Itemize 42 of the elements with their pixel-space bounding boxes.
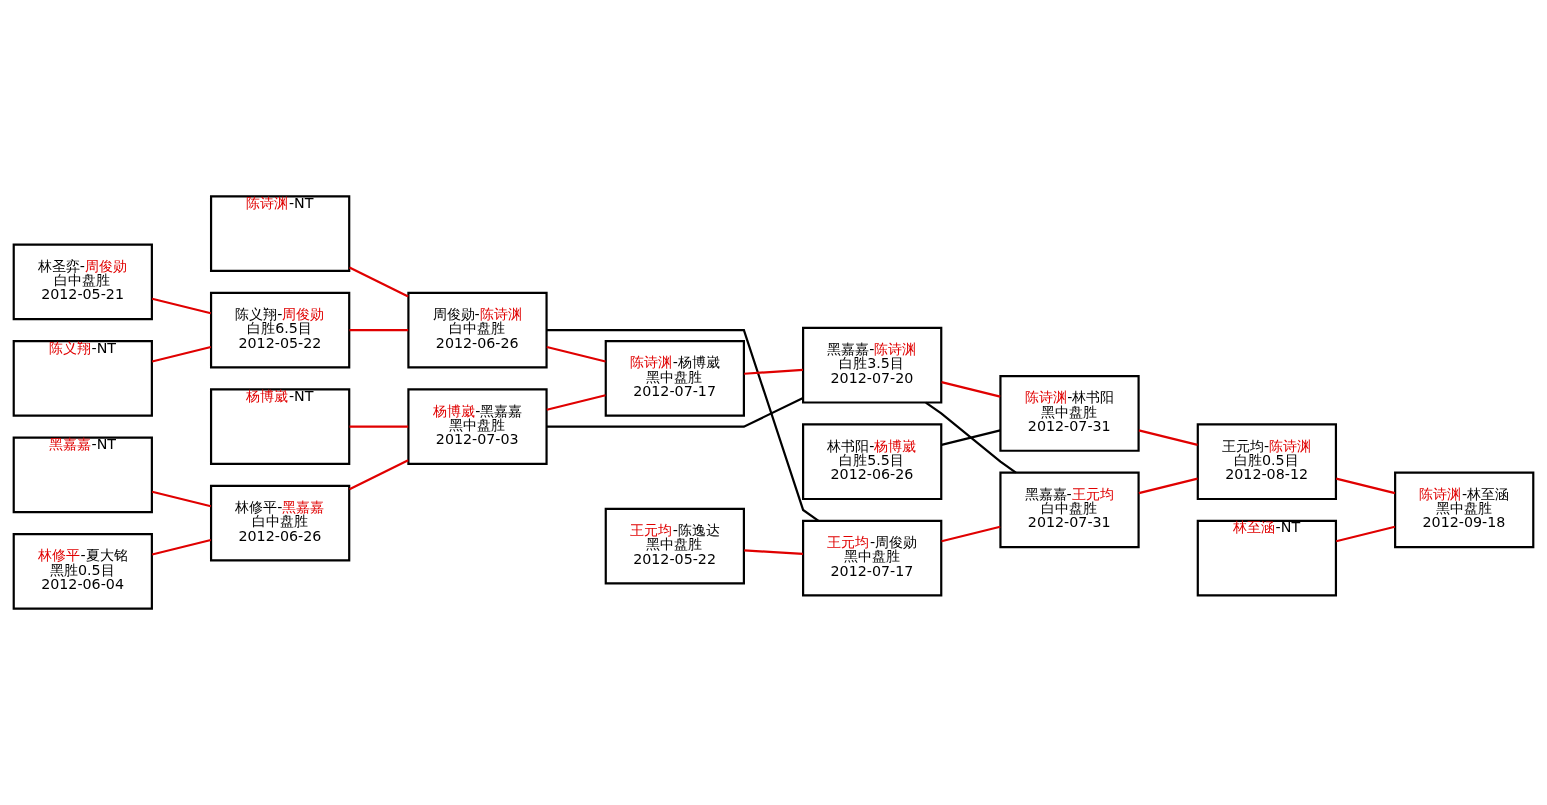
connector — [349, 459, 409, 491]
connector — [1335, 525, 1396, 543]
connector — [151, 345, 212, 363]
node-box: 王元均-周俊勋 黑中盘胜 2012-07-17 — [802, 519, 943, 597]
node-box: 杨博崴-黑嘉嘉 黑中盘胜 2012-07-03 — [407, 388, 548, 465]
connector — [925, 401, 1017, 474]
connector — [349, 425, 409, 428]
node-box: 林圣弈-周俊勋 白中盘胜 2012-05-21 — [12, 243, 153, 321]
connector — [151, 490, 212, 508]
node-box: 陈诗渊-杨博崴 黑中盘胜 2012-07-17 — [604, 340, 745, 417]
node-box: 黑嘉嘉-王元均 白中盘胜 2012-07-31 — [999, 471, 1140, 549]
connector — [546, 397, 804, 428]
node-box: 林修平-夏大铭 黑胜0.5目 2012-06-04 — [12, 532, 153, 610]
node-box: 黑嘉嘉-陈诗渊 白胜3.5目 2012-07-20 — [802, 326, 943, 404]
node-box: 陈诗渊-林至涵 黑中盘胜 2012-09-18 — [1394, 471, 1535, 549]
connector — [744, 549, 803, 556]
connector — [1138, 429, 1198, 446]
node-box: 陈义翔-NT — [12, 340, 153, 417]
node-box: 陈诗渊-林书阳 黑中盘胜 2012-07-31 — [999, 375, 1140, 452]
connector — [1138, 477, 1198, 495]
node-box: 林书阳-杨博崴 白胜5.5目 2012-06-26 — [802, 423, 943, 501]
node-box: 黑嘉嘉-NT — [12, 436, 153, 514]
connector — [941, 429, 1001, 446]
connector — [349, 329, 409, 332]
connector — [941, 525, 1001, 543]
connector — [151, 297, 212, 315]
connector — [546, 345, 606, 363]
node-box: 王元均-陈逸达 黑中盘胜 2012-05-22 — [604, 507, 745, 585]
node-box: 林修平-黑嘉嘉 白中盘胜 2012-06-26 — [209, 484, 351, 562]
connector — [546, 394, 606, 411]
connector — [151, 538, 212, 556]
connector — [744, 368, 803, 375]
connector — [349, 266, 409, 298]
connector — [1335, 477, 1396, 495]
node-box: 陈诗渊-NT — [209, 195, 351, 273]
node-box: 陈义翔-周俊勋 白胜6.5目 2012-05-22 — [209, 291, 351, 369]
node-box: 杨博崴-NT — [209, 388, 351, 465]
node-box: 周俊勋-陈诗渊 白中盘胜 2012-06-26 — [407, 291, 548, 369]
connector — [546, 329, 820, 522]
node-box: 王元均-陈诗渊 白胜0.5目 2012-08-12 — [1196, 423, 1338, 501]
node-box: 林至涵-NT — [1196, 519, 1338, 597]
connector — [941, 381, 1001, 398]
